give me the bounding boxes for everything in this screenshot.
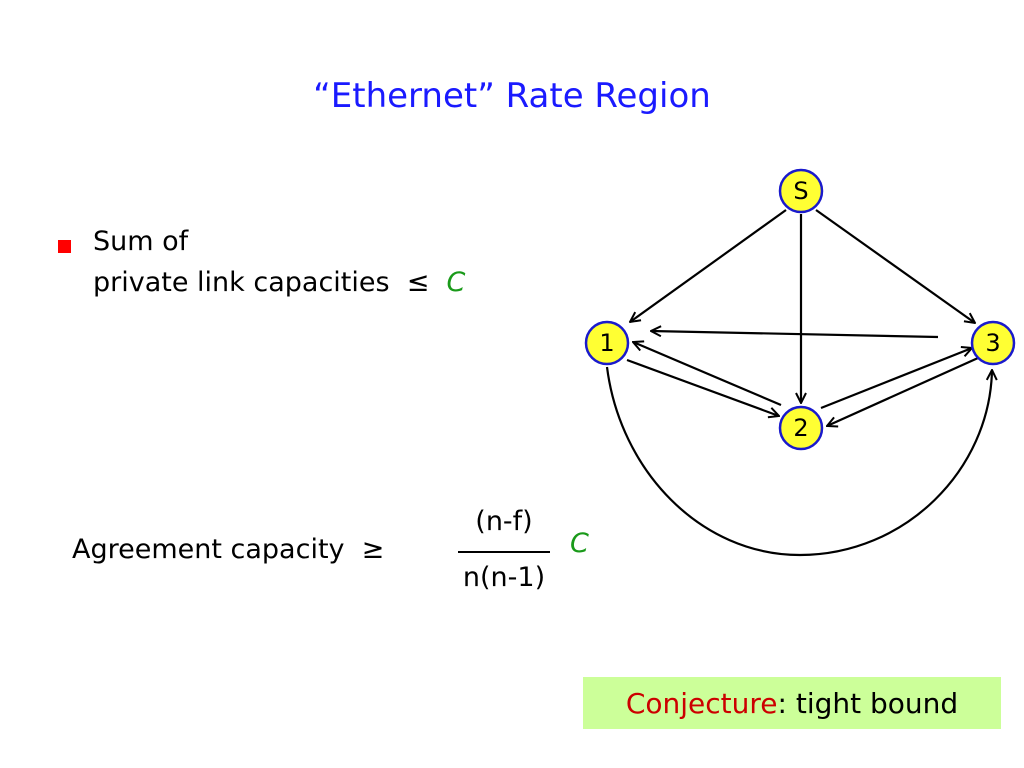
node-3-label: 3: [985, 329, 1000, 357]
agreement-capacity-label: Agreement capacity ≥: [72, 534, 385, 565]
edge-s-3: [815, 209, 975, 323]
node-2: 2: [778, 405, 824, 451]
edge-s-1: [630, 209, 787, 322]
conjecture-text: : tight bound: [777, 686, 959, 720]
node-1: 1: [584, 320, 630, 366]
node-3: 3: [970, 320, 1016, 366]
bullet-inequality: private link capacities ≤: [93, 267, 447, 298]
node-2-label: 2: [793, 414, 808, 442]
edge-2-3: [820, 348, 972, 410]
graph-edges: [605, 209, 992, 557]
fraction-numerator: (n-f): [475, 506, 533, 537]
bullet-text-line1: Sum of: [93, 226, 189, 257]
fraction-denominator: n(n-1): [462, 562, 546, 593]
edge-3-1: [651, 331, 939, 339]
edge-2-1: [633, 342, 782, 407]
node-s-label: S: [793, 177, 808, 205]
bullet-marker: [58, 240, 71, 253]
edge-1-2: [626, 358, 779, 416]
edge-3-2: [827, 356, 979, 426]
edge-1-3: [605, 366, 992, 557]
conjecture-word: Conjecture: [625, 686, 778, 720]
node-s: S: [778, 168, 824, 214]
agreement-capacity-variable: C: [570, 528, 589, 559]
fraction-bar: [458, 551, 550, 553]
slide-title: “Ethernet” Rate Region: [313, 76, 711, 116]
bullet-text-line2: private link capacities ≤ C: [93, 267, 465, 298]
conjecture-box: Conjecture: tight bound: [583, 677, 1001, 729]
capacity-variable: C: [446, 267, 466, 298]
node-1-label: 1: [599, 329, 614, 357]
